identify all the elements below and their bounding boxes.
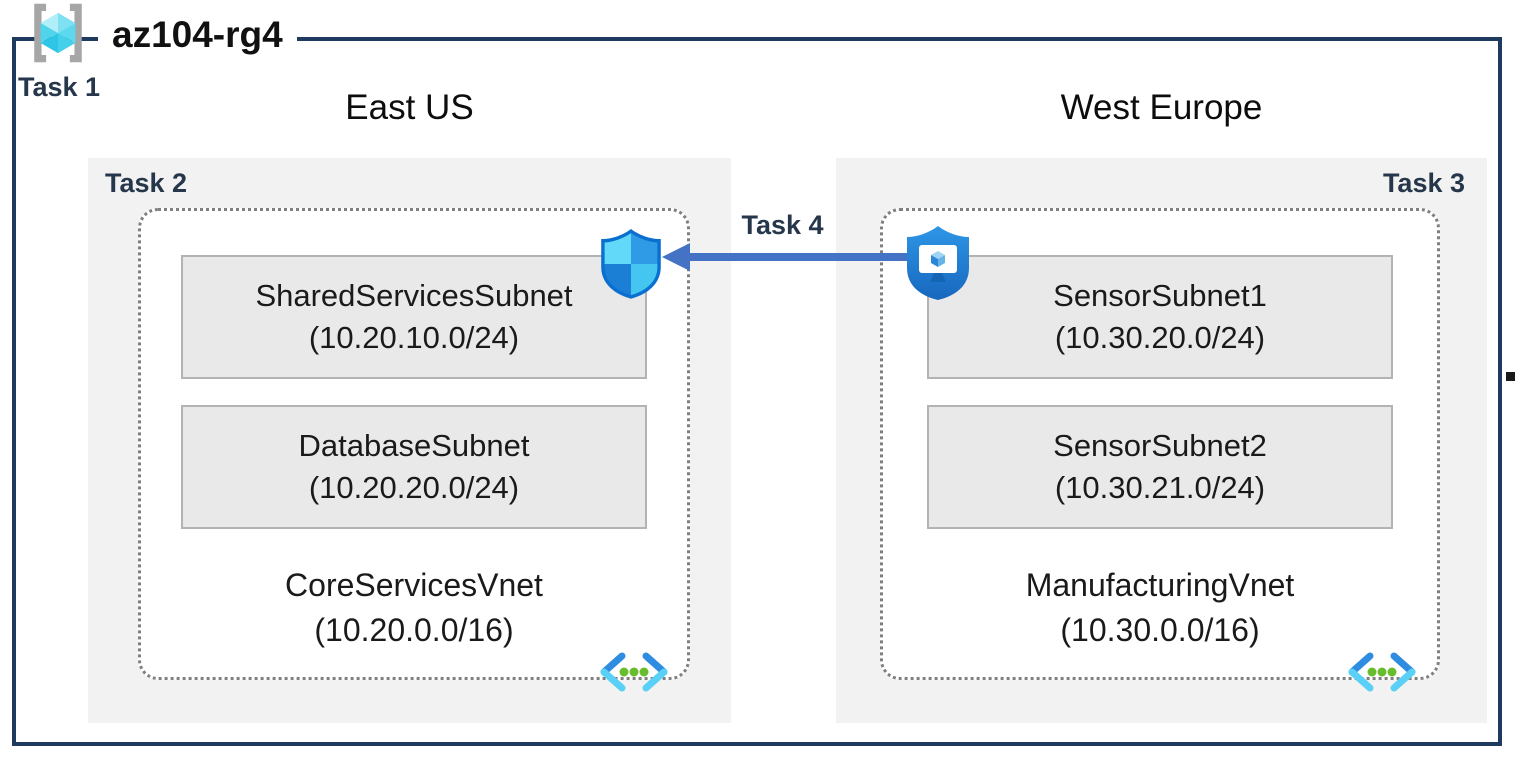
vnet-name: ManufacturingVnet bbox=[1025, 567, 1295, 603]
subnet-cidr: (10.30.21.0/24) bbox=[1054, 470, 1266, 505]
virtual-network-icon bbox=[1348, 652, 1416, 692]
subnet-cidr: (10.20.10.0/24) bbox=[308, 320, 520, 355]
core-services-vnet-boundary: SharedServicesSubnet (10.20.10.0/24) Dat… bbox=[138, 208, 690, 680]
manufacturing-vnet-label: ManufacturingVnet (10.30.0.0/16) bbox=[883, 563, 1437, 653]
virtual-network-icon bbox=[600, 652, 668, 692]
region-label-west-europe: West Europe bbox=[1060, 88, 1263, 127]
bastion-shield-icon bbox=[907, 226, 969, 300]
subnet-shared-services: SharedServicesSubnet (10.20.10.0/24) bbox=[181, 255, 647, 379]
vnet-name: CoreServicesVnet bbox=[285, 567, 543, 603]
vnet-cidr: (10.30.0.0/16) bbox=[1060, 612, 1260, 648]
edge-dash-mark bbox=[1506, 372, 1515, 381]
task1-label: Task 1 bbox=[18, 72, 101, 102]
resource-group-boundary bbox=[12, 37, 1502, 746]
subnet-cidr: (10.20.20.0/24) bbox=[308, 470, 520, 505]
manufacturing-vnet-boundary: SensorSubnet1 (10.30.20.0/24) SensorSubn… bbox=[880, 208, 1440, 680]
core-services-vnet-label: CoreServicesVnet (10.20.0.0/16) bbox=[141, 563, 687, 653]
subnet-name: SensorSubnet2 bbox=[1053, 428, 1267, 463]
subnet-cidr: (10.30.20.0/24) bbox=[1054, 320, 1266, 355]
task4-label: Task 4 bbox=[741, 210, 824, 240]
peering-arrow bbox=[662, 243, 908, 271]
subnet-sensor2: SensorSubnet2 (10.30.21.0/24) bbox=[927, 405, 1393, 529]
subnet-database: DatabaseSubnet (10.20.20.0/24) bbox=[181, 405, 647, 529]
resource-group-icon bbox=[34, 3, 82, 63]
network-security-group-shield-icon bbox=[601, 228, 661, 299]
resource-group-title: az104-rg4 bbox=[98, 14, 297, 56]
subnet-name: SharedServicesSubnet bbox=[255, 278, 573, 313]
region-label-east-us: East US bbox=[345, 88, 474, 127]
task3-label: Task 3 bbox=[1382, 168, 1465, 198]
task2-label: Task 2 bbox=[105, 168, 188, 198]
subnet-sensor1: SensorSubnet1 (10.30.20.0/24) bbox=[927, 255, 1393, 379]
subnet-name: SensorSubnet1 bbox=[1053, 278, 1267, 313]
subnet-name: DatabaseSubnet bbox=[298, 428, 530, 463]
vnet-cidr: (10.20.0.0/16) bbox=[314, 612, 514, 648]
